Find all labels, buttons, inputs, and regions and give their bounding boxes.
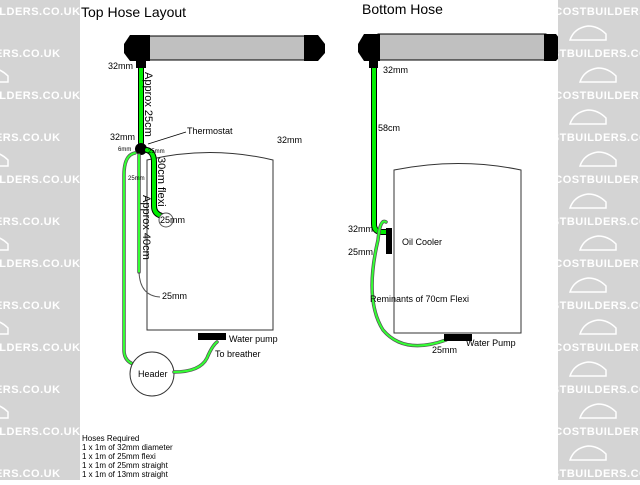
notes-item: 1 x 1m of 25mm straight xyxy=(82,461,168,470)
hose-diagram-svg: Top Hose Layout Bottom Hose xyxy=(81,1,563,397)
notes-item: 1 x 1m of 32mm diameter xyxy=(82,443,173,452)
watermark-text: LOCOSTBUILDERS.CO.UK xyxy=(558,132,640,144)
hose-30cm-flexi xyxy=(144,147,171,219)
watermark-text: LOCOSTBUILDERS.CO.UK xyxy=(558,6,640,18)
label-header: Header xyxy=(138,369,168,379)
engine-block-top xyxy=(146,152,274,331)
header-tank xyxy=(129,351,175,397)
watermark-car-icon xyxy=(568,109,607,125)
label-32mm-radiator-bottom: 32mm xyxy=(383,65,408,75)
label-32mm-right: 32mm xyxy=(277,135,302,145)
watermark-car-icon xyxy=(578,319,617,335)
label-thermostat: Thermostat xyxy=(187,126,233,136)
diagram-canvas: Top Hose Layout Bottom Hose xyxy=(80,0,563,480)
title-top-hose-layout: Top Hose Layout xyxy=(81,4,186,20)
label-32mm-cooler: 32mm xyxy=(348,224,373,234)
notes-item: 1 x 1m of 25mm flexi xyxy=(82,452,156,461)
water-pump-top xyxy=(198,333,226,340)
watermark-text: LOCOSTBUILDERS.CO.UK xyxy=(0,90,80,102)
watermark-text: LOCOSTBUILDERS.CO.UK xyxy=(0,216,61,228)
watermark-text: LOCOSTBUILDERS.CO.UK xyxy=(558,384,640,396)
label-32mm-radiator-top: 32mm xyxy=(108,61,133,71)
label-25mm-pump: 25mm xyxy=(432,345,457,355)
watermark-strip-left: LOCOSTBUILDERS.CO.UK LOCOSTBUILDERS.CO.UK… xyxy=(0,0,80,480)
watermark-text: LOCOSTBUILDERS.CO.UK xyxy=(558,426,640,438)
label-32mm-thermostat: 32mm xyxy=(110,132,135,142)
watermark-text: LOCOSTBUILDERS.CO.UK xyxy=(558,216,640,228)
label-water-pump-top: Water pump xyxy=(229,334,278,344)
water-pump-bottom xyxy=(444,334,472,341)
watermark-text: LOCOSTBUILDERS.CO.UK xyxy=(0,300,61,312)
watermark-text: LOCOSTBUILDERS.CO.UK xyxy=(0,174,80,186)
label-water-pump-bottom: Water Pump xyxy=(466,338,516,348)
radiator-outlet-bottom xyxy=(369,61,378,68)
watermark-car-icon xyxy=(0,405,9,419)
label-25mm-cooler: 25mm xyxy=(348,247,373,257)
thermostat xyxy=(135,143,147,155)
watermark-strip-right: LOCOSTBUILDERS.CO.UK LOCOSTBUILDERS.CO.UK… xyxy=(558,0,640,480)
notes-heading: Hoses Required xyxy=(82,434,140,443)
radiator-outlet-top xyxy=(136,60,146,68)
label-25mm-inlet: 25mm xyxy=(160,215,185,225)
watermark-text: LOCOSTBUILDERS.CO.UK xyxy=(558,174,640,186)
thermostat-pointer xyxy=(147,131,187,145)
watermark-text: LOCOSTBUILDERS.CO.UK xyxy=(0,342,80,354)
watermark-text: LOCOSTBUILDERS.CO.UK xyxy=(558,300,640,312)
watermark-text: LOCOSTBUILDERS.CO.UK xyxy=(558,48,640,60)
label-25mm-small: 25mm xyxy=(148,149,165,155)
label-to-breather: To breather xyxy=(215,349,261,359)
watermark-car-icon xyxy=(568,445,607,461)
hose-remnants-flexi xyxy=(370,219,448,348)
radiator-top xyxy=(124,35,325,61)
oil-cooler xyxy=(386,228,392,254)
watermark-text: LOCOSTBUILDERS.CO.UK xyxy=(0,132,61,144)
watermark-text: LOCOSTBUILDERS.CO.UK xyxy=(558,342,640,354)
watermark-car-icon xyxy=(568,361,607,377)
hose-header-to-breather xyxy=(172,340,219,374)
engine-block-bottom xyxy=(393,163,522,334)
watermark-car-icon xyxy=(0,321,9,335)
watermark-car-icon xyxy=(568,25,607,41)
title-bottom-hose: Bottom Hose xyxy=(362,1,443,17)
label-30cm-flexi: 30cm flexi xyxy=(155,157,167,207)
label-remnants-flexi: Reminants of 70cm Flexi xyxy=(370,294,469,304)
link-25mm-lower xyxy=(138,271,161,298)
watermark-text: LOCOSTBUILDERS.CO.UK xyxy=(558,258,640,270)
hose-to-header xyxy=(122,151,138,367)
watermark-text: LOCOSTBUILDERS.CO.UK xyxy=(0,384,61,396)
label-oil-cooler: Oil Cooler xyxy=(402,237,442,247)
watermark-text: LOCOSTBUILDERS.CO.UK xyxy=(0,48,61,60)
watermark-car-icon xyxy=(578,67,617,83)
watermark-text: LOCOSTBUILDERS.CO.UK xyxy=(558,468,640,480)
notes-item: 1 x 1m of 13mm straight xyxy=(82,470,168,479)
label-25mm-left: 25mm xyxy=(128,176,145,182)
watermark-car-icon xyxy=(568,277,607,293)
watermark-text: LOCOSTBUILDERS.CO.UK xyxy=(0,258,80,270)
watermark-car-icon xyxy=(568,193,607,209)
watermark-text: LOCOSTBUILDERS.CO.UK xyxy=(0,468,61,480)
label-approx-40cm: Approx 40cm xyxy=(140,195,152,260)
label-approx-25cm: Approx 25cm xyxy=(142,72,154,137)
hose-58cm xyxy=(371,63,389,235)
watermark-car-icon xyxy=(0,153,9,167)
inlet-25mm-upper xyxy=(158,212,174,228)
label-58cm: 58cm xyxy=(378,123,400,133)
watermark-car-icon xyxy=(0,69,9,83)
watermark-car-icon xyxy=(578,235,617,251)
radiator-bottom xyxy=(358,33,563,61)
watermark-text: LOCOSTBUILDERS.CO.UK xyxy=(0,426,80,438)
watermark-car-icon xyxy=(0,237,9,251)
label-6mm: 6mm xyxy=(118,147,131,153)
watermark-text: LOCOSTBUILDERS.CO.UK xyxy=(0,6,80,18)
label-25mm-lower: 25mm xyxy=(162,291,187,301)
watermark-car-icon xyxy=(578,151,617,167)
watermark-text: LOCOSTBUILDERS.CO.UK xyxy=(558,90,640,102)
watermark-car-icon xyxy=(578,403,617,419)
hoses-required-notes: Hoses Required 1 x 1m of 32mm diameter 1… xyxy=(82,434,173,479)
